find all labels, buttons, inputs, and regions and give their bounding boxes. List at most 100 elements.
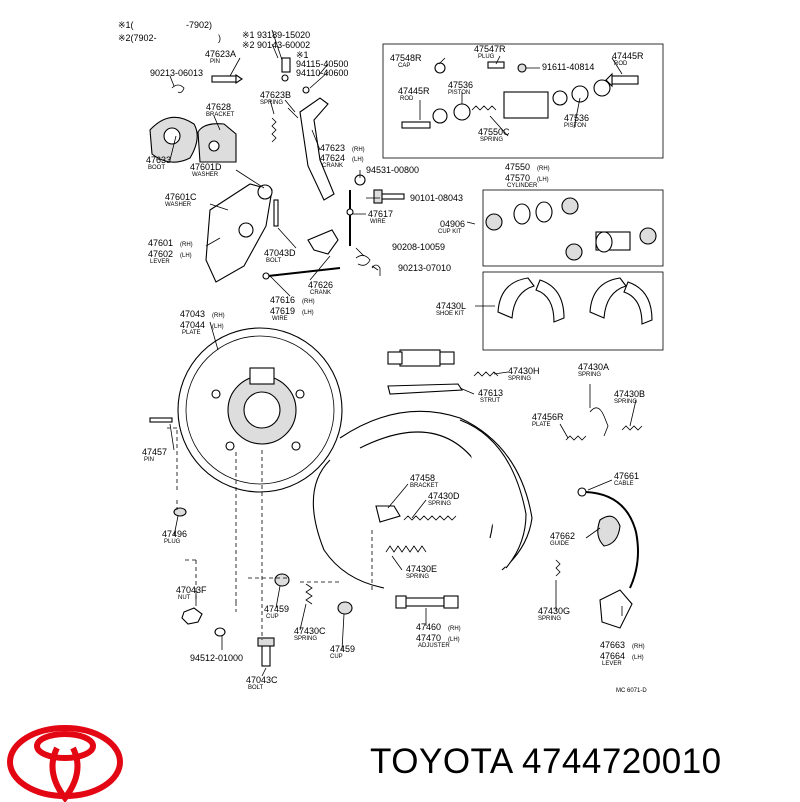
dashed-guides — [167, 427, 373, 640]
label-47445r-b: 47445R — [398, 86, 430, 96]
label-47043-rh: (RH) — [212, 313, 225, 319]
label-47430a: 47430A — [578, 362, 609, 372]
label-47430b: 47430B — [614, 389, 645, 399]
label-47548r-sub: CAP — [398, 63, 410, 69]
cylinder-box — [382, 43, 664, 159]
label-47547r-sub: PLUG — [478, 54, 495, 60]
label-47496: 47496 — [162, 529, 187, 539]
label-47601-rh: (RH) — [180, 242, 193, 248]
label-90208: 90208-10059 — [392, 242, 445, 252]
label-47043d: 47043D — [264, 248, 296, 258]
note-2-value: ) — [218, 33, 221, 43]
label-47430d-sub: SPRING — [428, 501, 451, 507]
label-lever-sub: LEVER — [150, 259, 170, 265]
label-47496-sub: PLUG — [164, 539, 181, 545]
label-47459-b: 47459 — [330, 644, 355, 654]
label-47456r-sub: PLATE — [532, 422, 551, 428]
label-47458-sub: BRACKET — [410, 483, 439, 489]
label-47430d: 47430D — [428, 491, 460, 501]
label-90213-06013: 90213-06013 — [150, 68, 203, 78]
label-93189: ※1 93189-15020 — [242, 30, 310, 40]
label-47550c-sub: SPRING — [480, 137, 503, 143]
label-47430h: 47430H — [508, 366, 540, 376]
label-47663: 47663 — [600, 640, 625, 650]
label-47550-rh: (RH) — [537, 166, 550, 172]
label-47633-sub: BOOT — [148, 165, 165, 171]
part-labels: ※1 93189-15020 ※2 90143-60002 47623A PIN… — [142, 30, 647, 694]
label-90143: ※2 90143-60002 — [242, 40, 310, 50]
brand-caption: TOYOTA 4744720010 — [370, 742, 722, 782]
label-47664: 47664 — [600, 651, 625, 661]
label-47457-sub: PIN — [144, 457, 154, 463]
label-47430g: 47430G — [538, 606, 570, 616]
label-47459-a: 47459 — [264, 604, 289, 614]
label-47470: 47470 — [416, 633, 441, 643]
label-plate-sub: PLATE — [182, 330, 201, 336]
label-47617-sub: WIRE — [370, 219, 386, 225]
label-47663-rh: (RH) — [632, 644, 645, 650]
label-47570-lh: (LH) — [537, 177, 549, 183]
label-47601d-sub: WASHER — [192, 172, 219, 178]
footer-code: MC 6071-D — [616, 688, 647, 694]
label-47601c: 47601C — [165, 192, 197, 202]
label-47616-rh: (RH) — [302, 299, 315, 305]
label-47550: 47550 — [505, 162, 530, 172]
label-47633: 47633 — [146, 155, 171, 165]
label-47044: 47044 — [180, 320, 205, 330]
part-number: 4744720010 — [521, 742, 722, 781]
label-47662-sub: GUIDE — [550, 541, 569, 547]
label-47623: 47623 — [320, 143, 345, 153]
label-47628-sub: BRACKET — [206, 112, 235, 118]
label-47043d-sub: BOLT — [266, 258, 282, 264]
label-47043f: 47043F — [176, 585, 207, 595]
parts-drawing — [149, 57, 657, 667]
label-47570: 47570 — [505, 173, 530, 183]
label-47661: 47661 — [614, 471, 639, 481]
label-47536-a-sub: PISTON — [448, 90, 470, 96]
brand-name: TOYOTA — [370, 742, 512, 781]
label-47602-lh: (LH) — [180, 253, 192, 259]
label-94512: 94512-01000 — [190, 653, 243, 663]
label-47623a-sub: PIN — [210, 59, 220, 65]
label-47619: 47619 — [270, 306, 295, 316]
label-47459-b-sub: CUP — [330, 654, 343, 660]
label-47623b-sub: SPRING — [260, 100, 283, 106]
note-1-marker: ※1( — [118, 20, 134, 30]
label-47616: 47616 — [270, 295, 295, 305]
label-47548r: 47548R — [390, 53, 422, 63]
label-47460-rh: (RH) — [448, 626, 461, 632]
note-2-marker: ※2(7902- — [118, 33, 157, 43]
label-47445r-a-sub: ROD — [614, 61, 628, 67]
label-47619-lh: (LH) — [302, 310, 314, 316]
label-47460: 47460 — [416, 622, 441, 632]
label-47626: 47626 — [308, 280, 333, 290]
label-47430e-sub: SPRING — [406, 574, 429, 580]
label-47624-lh: (LH) — [352, 157, 364, 163]
label-47617: 47617 — [368, 209, 393, 219]
label-47536-b-sub: PISTON — [564, 123, 586, 129]
label-47430e: 47430E — [406, 564, 437, 574]
label-47623-rh: (RH) — [352, 147, 365, 153]
label-47043c: 47043C — [246, 675, 278, 685]
label-47624: 47624 — [320, 153, 345, 163]
label-wire-sub: WIRE — [272, 316, 288, 322]
label-47536-b: 47536 — [564, 113, 589, 123]
label-47457: 47457 — [142, 447, 167, 457]
toyota-logo-icon — [7, 725, 123, 802]
label-94110: 94110-40600 — [296, 68, 348, 78]
label-crank-sub: CRANK — [322, 163, 343, 169]
label-47601: 47601 — [148, 238, 173, 248]
label-47430l-sub: SHOE KIT — [436, 311, 464, 317]
label-note1-mark: ※1 — [296, 50, 309, 60]
label-47044-lh: (LH) — [212, 324, 224, 330]
label-47613: 47613 — [478, 388, 503, 398]
label-cylinder-sub: CYLINDER — [507, 183, 538, 189]
label-47430l: 47430L — [436, 301, 466, 311]
label-47430a-sub: SPRING — [578, 372, 601, 378]
label-47664-lh: (LH) — [632, 655, 644, 661]
label-47043: 47043 — [180, 309, 205, 319]
label-47613-sub: STRUT — [480, 398, 500, 404]
label-47662: 47662 — [550, 531, 575, 541]
label-47459-a-sub: CUP — [266, 614, 279, 620]
